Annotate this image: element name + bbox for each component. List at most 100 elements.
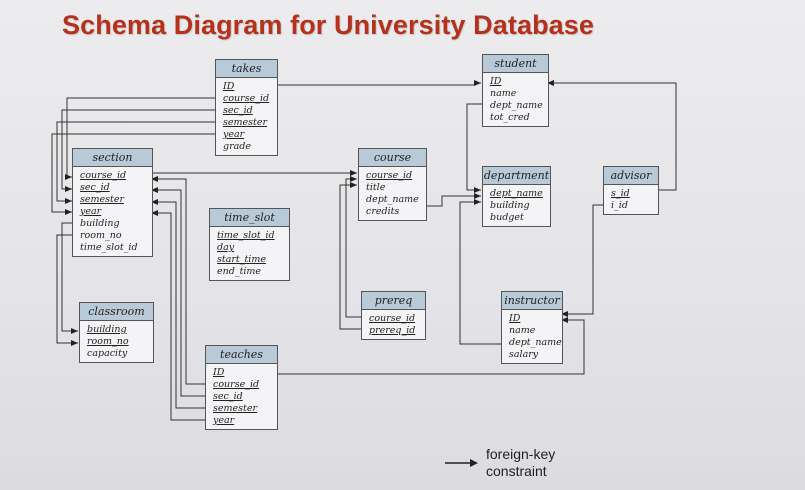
advisor-table-name: advisor [604, 167, 658, 185]
fk-student-department [466, 103, 482, 193]
classroom-table-name: classroom [80, 303, 153, 321]
legend-arrow-icon [445, 459, 478, 467]
attribute-sec-id: sec_id [223, 105, 253, 116]
attribute-room-no: room_no [87, 336, 129, 347]
fk-prereq-course-prereq_id [339, 182, 361, 330]
attribute-name: name [509, 325, 536, 336]
time-slot-table-name: time_slot [210, 209, 289, 227]
attribute-dept-name: dept_name [509, 337, 562, 348]
fk-teaches-section-semester [151, 199, 205, 409]
attribute-dept-name: dept_name [490, 188, 543, 199]
attribute-start-time: start_time [217, 254, 266, 265]
attribute-course-id: course_id [213, 379, 260, 390]
attribute-credits: credits [366, 206, 400, 217]
attribute-building: building [80, 218, 120, 229]
fk-teaches-instructor [276, 317, 585, 375]
attribute-dept-name: dept_name [366, 194, 419, 205]
attribute-ID: ID [213, 367, 225, 378]
student-table-name: student [483, 55, 548, 73]
attribute-capacity: capacity [87, 348, 128, 359]
attribute-end-time: end_time [217, 266, 262, 277]
attribute-budget: budget [490, 212, 524, 223]
attribute-tot-cred: tot_cred [490, 112, 530, 123]
fk-prereq-course-course_id [345, 176, 361, 318]
fk-section-classroom-building [61, 222, 78, 334]
fk-takes-section-course_id [65, 97, 216, 180]
fk-takes-section-semester [56, 121, 216, 204]
course-table-name: course [359, 149, 426, 167]
attribute-course-id: course_id [80, 170, 127, 181]
fk-takes-section-sec_id [61, 109, 216, 192]
attribute-time-slot-id: time_slot_id [80, 242, 138, 253]
fk-instructor-department [459, 199, 501, 345]
section-table-name: section [73, 149, 152, 167]
attribute-building: building [490, 200, 530, 211]
attribute-dept-name: dept_name [490, 100, 543, 111]
attribute-ID: ID [490, 76, 502, 87]
fk-takes-section-year [51, 133, 216, 215]
legend-label: foreign-key constraint [486, 446, 555, 480]
attribute-building: building [87, 324, 127, 335]
attribute-sec-id: sec_id [80, 182, 110, 193]
fk-takes-student [276, 80, 481, 86]
fk-course-department [425, 193, 481, 207]
attribute-year: year [213, 415, 235, 426]
fk-teaches-section-sec_id [151, 187, 205, 397]
attribute-semester: semester [223, 117, 267, 128]
page-title: Schema Diagram for University Database [62, 10, 595, 40]
attribute-room-no: room_no [80, 230, 122, 241]
attribute-s-id: s_id [611, 188, 630, 199]
teaches-table-name: teaches [206, 346, 277, 364]
attribute-grade: grade [223, 141, 251, 152]
fk-section-classroom-room_no [56, 234, 78, 346]
takes-table-name: takes [216, 60, 277, 78]
legend-label-line1: foreign-key [486, 446, 556, 462]
attribute-time-slot-id: time_slot_id [217, 230, 275, 241]
attribute-salary: salary [509, 349, 539, 360]
attribute-ID: ID [223, 81, 235, 92]
instructor-table-name: instructor [502, 292, 562, 310]
attribute-i-id: i_id [611, 200, 628, 211]
department-table-name: department [483, 167, 550, 185]
legend-label-line2: constraint [486, 463, 547, 479]
attribute-year: year [223, 129, 245, 140]
attribute-semester: semester [213, 403, 257, 414]
fk-teaches-section-year [151, 210, 205, 421]
fk-advisor-student [547, 80, 677, 191]
fk-teaches-section-course_id [151, 176, 205, 385]
prereq-table-name: prereq [362, 292, 425, 310]
attribute-semester: semester [80, 194, 124, 205]
fk-advisor-instructor [561, 204, 603, 317]
attribute-prereq-id: prereq_id [369, 325, 416, 336]
attribute-course-id: course_id [223, 93, 270, 104]
attribute-title: title [366, 182, 386, 193]
attribute-ID: ID [509, 313, 521, 324]
attribute-course-id: course_id [366, 170, 413, 181]
attribute-sec-id: sec_id [213, 391, 243, 402]
attribute-day: day [217, 242, 235, 253]
attribute-course-id: course_id [369, 313, 416, 324]
